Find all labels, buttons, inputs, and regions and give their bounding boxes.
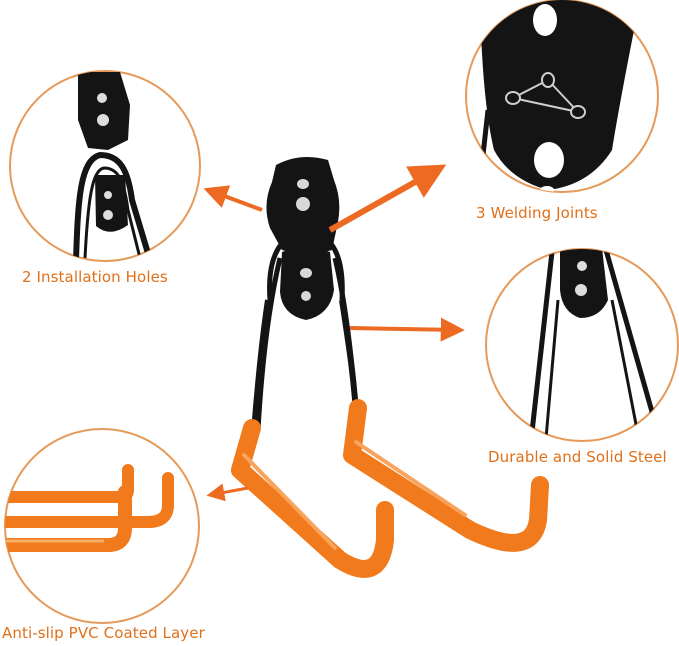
hook-lower-hole-2 <box>299 289 313 303</box>
durable-steel-label: Durable and Solid Steel <box>488 448 667 466</box>
callout-arrows <box>203 164 465 502</box>
installation-holes-label: 2 Installation Holes <box>22 268 168 286</box>
hook-lower-plate <box>280 248 334 320</box>
hook-pvc-highlight-left <box>242 453 337 550</box>
pvc-coating-label: Anti-slip PVC Coated Layer <box>2 624 205 642</box>
hook-product <box>231 156 549 578</box>
detail-circle-holes <box>9 70 201 262</box>
arrow-to-welding <box>328 164 447 233</box>
detail-circle-pvc <box>4 428 200 624</box>
welding-joints-diagram <box>505 72 586 119</box>
hook-wire-loop <box>267 229 345 301</box>
arrow-to-steel <box>349 317 465 342</box>
detail-circle-steel <box>485 248 679 442</box>
hook-rear-wire <box>255 257 283 431</box>
hook-right-wire <box>339 299 359 413</box>
welding-joints-label: 3 Welding Joints <box>476 204 598 222</box>
hook-lower-hole-1 <box>298 266 314 280</box>
hook-pvc-highlight-right <box>354 440 467 517</box>
hook-left-wire <box>251 299 271 433</box>
hook-pvc-arm-left <box>231 419 394 578</box>
arrow-to-holes <box>203 185 263 212</box>
arrow-to-pvc <box>206 483 249 502</box>
detail-circle-welding <box>465 0 659 193</box>
hook-pvc-arm-right <box>343 399 549 552</box>
hook-upper-hole-2 <box>294 195 312 213</box>
hook-upper-hole-1 <box>295 177 311 191</box>
